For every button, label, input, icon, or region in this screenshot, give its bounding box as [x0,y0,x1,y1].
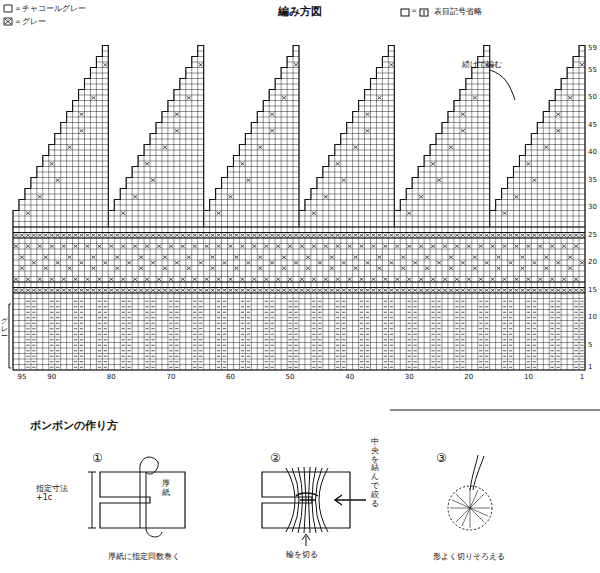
row-number: 30 [588,203,597,211]
stitch-number: 90 [47,373,56,381]
row-number: 15 [588,286,597,294]
stitch-number: 10 [524,373,533,381]
pompom [448,486,492,530]
row-number: 55 [588,66,597,74]
legend-row: ＝グレー [3,16,46,27]
pompom-fibres [450,488,490,528]
legend-symbol [3,17,13,26]
cardboard [100,472,185,528]
legend-row: ＝チャコールグレー [3,3,86,14]
stitch-number: 30 [405,373,414,381]
band-lines [13,227,585,293]
step-number: ② [270,452,281,466]
row-number: 5 [588,341,592,349]
row-number: 20 [588,258,597,266]
stitch-number: 1 [580,373,584,381]
row-number: 59 [588,44,597,52]
step-caption: 厚紙に指定回数巻く [108,552,180,561]
stitch-number: 80 [107,373,116,381]
step-number: ① [92,452,103,466]
equals-sign: ＝ [410,6,418,15]
row-number: 1 [588,363,592,371]
step-caption: 形よく切りそろえる [433,552,505,561]
part-label: 厚紙 [162,480,170,498]
row-number: 25 [588,231,597,239]
stitch-number: 20 [464,373,473,381]
legend-symbol [3,4,13,13]
stitch-number: 95 [17,373,26,381]
continue-note: 続けて編む [462,60,502,69]
step-caption: 輪を切る [286,550,318,559]
yarn [140,457,162,537]
arrow [302,534,310,546]
color-note: グレー [1,318,8,341]
stitch-number: 70 [166,373,175,381]
tie-strands [470,455,484,490]
row-number: 35 [588,176,597,184]
stitch-number: 60 [226,373,235,381]
knit-mark [424,10,425,15]
row-number: 40 [588,148,597,156]
grid-lines [13,46,585,371]
symbol-square [420,9,428,16]
x-marks [14,63,584,292]
chart-title: 編み方図 [278,6,322,19]
row-number: 50 [588,93,597,101]
row-number: 10 [588,313,597,321]
yarn-bundle [286,467,328,533]
chart-outline [13,46,585,371]
stitch-number: 50 [286,373,295,381]
symbol-note: 表目記号省略 [434,7,482,16]
step-note: 中央を結んで絞る [371,438,379,508]
bracket [9,304,11,368]
leader-line [490,70,515,100]
tie [296,493,318,500]
step-number: ③ [436,452,447,466]
section-heading: ボンボンの作り方 [30,420,118,433]
arrow [335,495,366,505]
stitch-number: 40 [345,373,354,381]
legend-text: ＝グレー [14,16,46,27]
purl-marks [26,301,583,367]
symbol-square [401,9,409,16]
legend-text: ＝チャコールグレー [14,3,86,14]
dimension-label: 指定寸法 +1c [36,484,86,502]
row-number: 45 [588,121,597,129]
dimension-line [88,472,96,528]
separator [390,410,600,411]
